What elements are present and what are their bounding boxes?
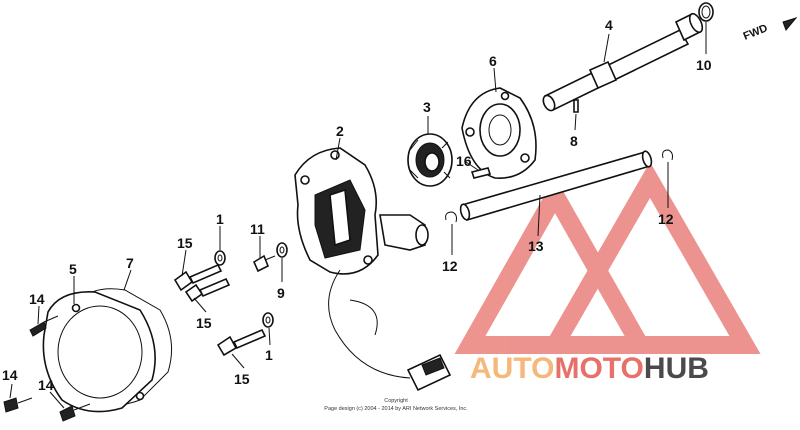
- callout-11: 11: [250, 221, 265, 237]
- callout-9: 9: [277, 285, 285, 301]
- callout-10: 10: [696, 57, 712, 73]
- bolt-14b: [3, 397, 33, 413]
- copyright-line-2: Page design (c) 2004 - 2014 by ARI Netwo…: [324, 406, 468, 412]
- callout-2: 2: [336, 123, 344, 139]
- callout-12a: 12: [442, 258, 458, 274]
- impeller-pin: [470, 167, 492, 179]
- bolt-15c: [216, 328, 267, 357]
- callout-14c: 14: [38, 377, 54, 393]
- callout-1b: 1: [265, 347, 273, 363]
- callout-15a: 15: [177, 235, 193, 251]
- watermark-hub: HUB: [644, 352, 709, 385]
- svg-text:AUTOMOTOHUB: AUTOMOTOHUB: [470, 352, 709, 385]
- pump-body: [294, 147, 452, 392]
- hose-clamp-right: [662, 149, 673, 161]
- callout-14a: 14: [29, 291, 45, 307]
- bypass-hose: [459, 150, 653, 221]
- callout-15b: 15: [196, 315, 212, 331]
- callout-3: 3: [423, 99, 431, 115]
- o-ring: [698, 2, 714, 22]
- bolt-14a: [29, 315, 59, 337]
- callout-13: 13: [528, 238, 544, 254]
- bolt-15b: [184, 277, 231, 303]
- bolt-14c: [59, 403, 91, 422]
- hose-clamp-left: [445, 211, 457, 223]
- pump-cover: [461, 87, 537, 179]
- callout-6: 6: [489, 53, 497, 69]
- watermark-logo: [454, 161, 761, 354]
- watermark-moto: MOTO: [554, 352, 643, 385]
- outer-cover: [42, 291, 156, 413]
- watermark-triangle-left: [454, 176, 656, 354]
- arrow-head-icon: [782, 17, 798, 31]
- copyright-note: Copyright Page design (c) 2004 - 2014 by…: [324, 398, 468, 412]
- callout-16: 16: [456, 153, 472, 169]
- watermark-auto: AUTO: [470, 352, 554, 385]
- forward-arrow: FWD: [742, 17, 798, 43]
- watermark-triangle-right: [539, 161, 761, 354]
- callout-labels: 1 1 2 3 4 5 6 7 8 9 10 11 12 12 13 14 14…: [2, 17, 712, 393]
- callout-5: 5: [69, 261, 77, 277]
- callout-14b: 14: [2, 367, 18, 383]
- watermark-wordmark: AUTOMOTOHUB: [470, 352, 709, 385]
- copyright-line-1: Copyright: [384, 398, 408, 404]
- washer-1a: [214, 250, 226, 266]
- callout-8: 8: [570, 133, 578, 149]
- dowel-pin: [573, 99, 579, 113]
- washer-1b: [262, 312, 274, 328]
- washer-9: [276, 242, 288, 258]
- callout-4: 4: [605, 17, 613, 33]
- callout-15c: 15: [234, 371, 250, 387]
- leader-lines: [9, 22, 707, 409]
- callout-1a: 1: [216, 211, 224, 227]
- bolt-11: [252, 254, 276, 273]
- water-pipe: [542, 12, 704, 112]
- callout-12b: 12: [658, 211, 674, 227]
- impeller: [407, 133, 453, 187]
- fwd-label: FWD: [742, 22, 770, 43]
- callout-7: 7: [126, 255, 134, 271]
